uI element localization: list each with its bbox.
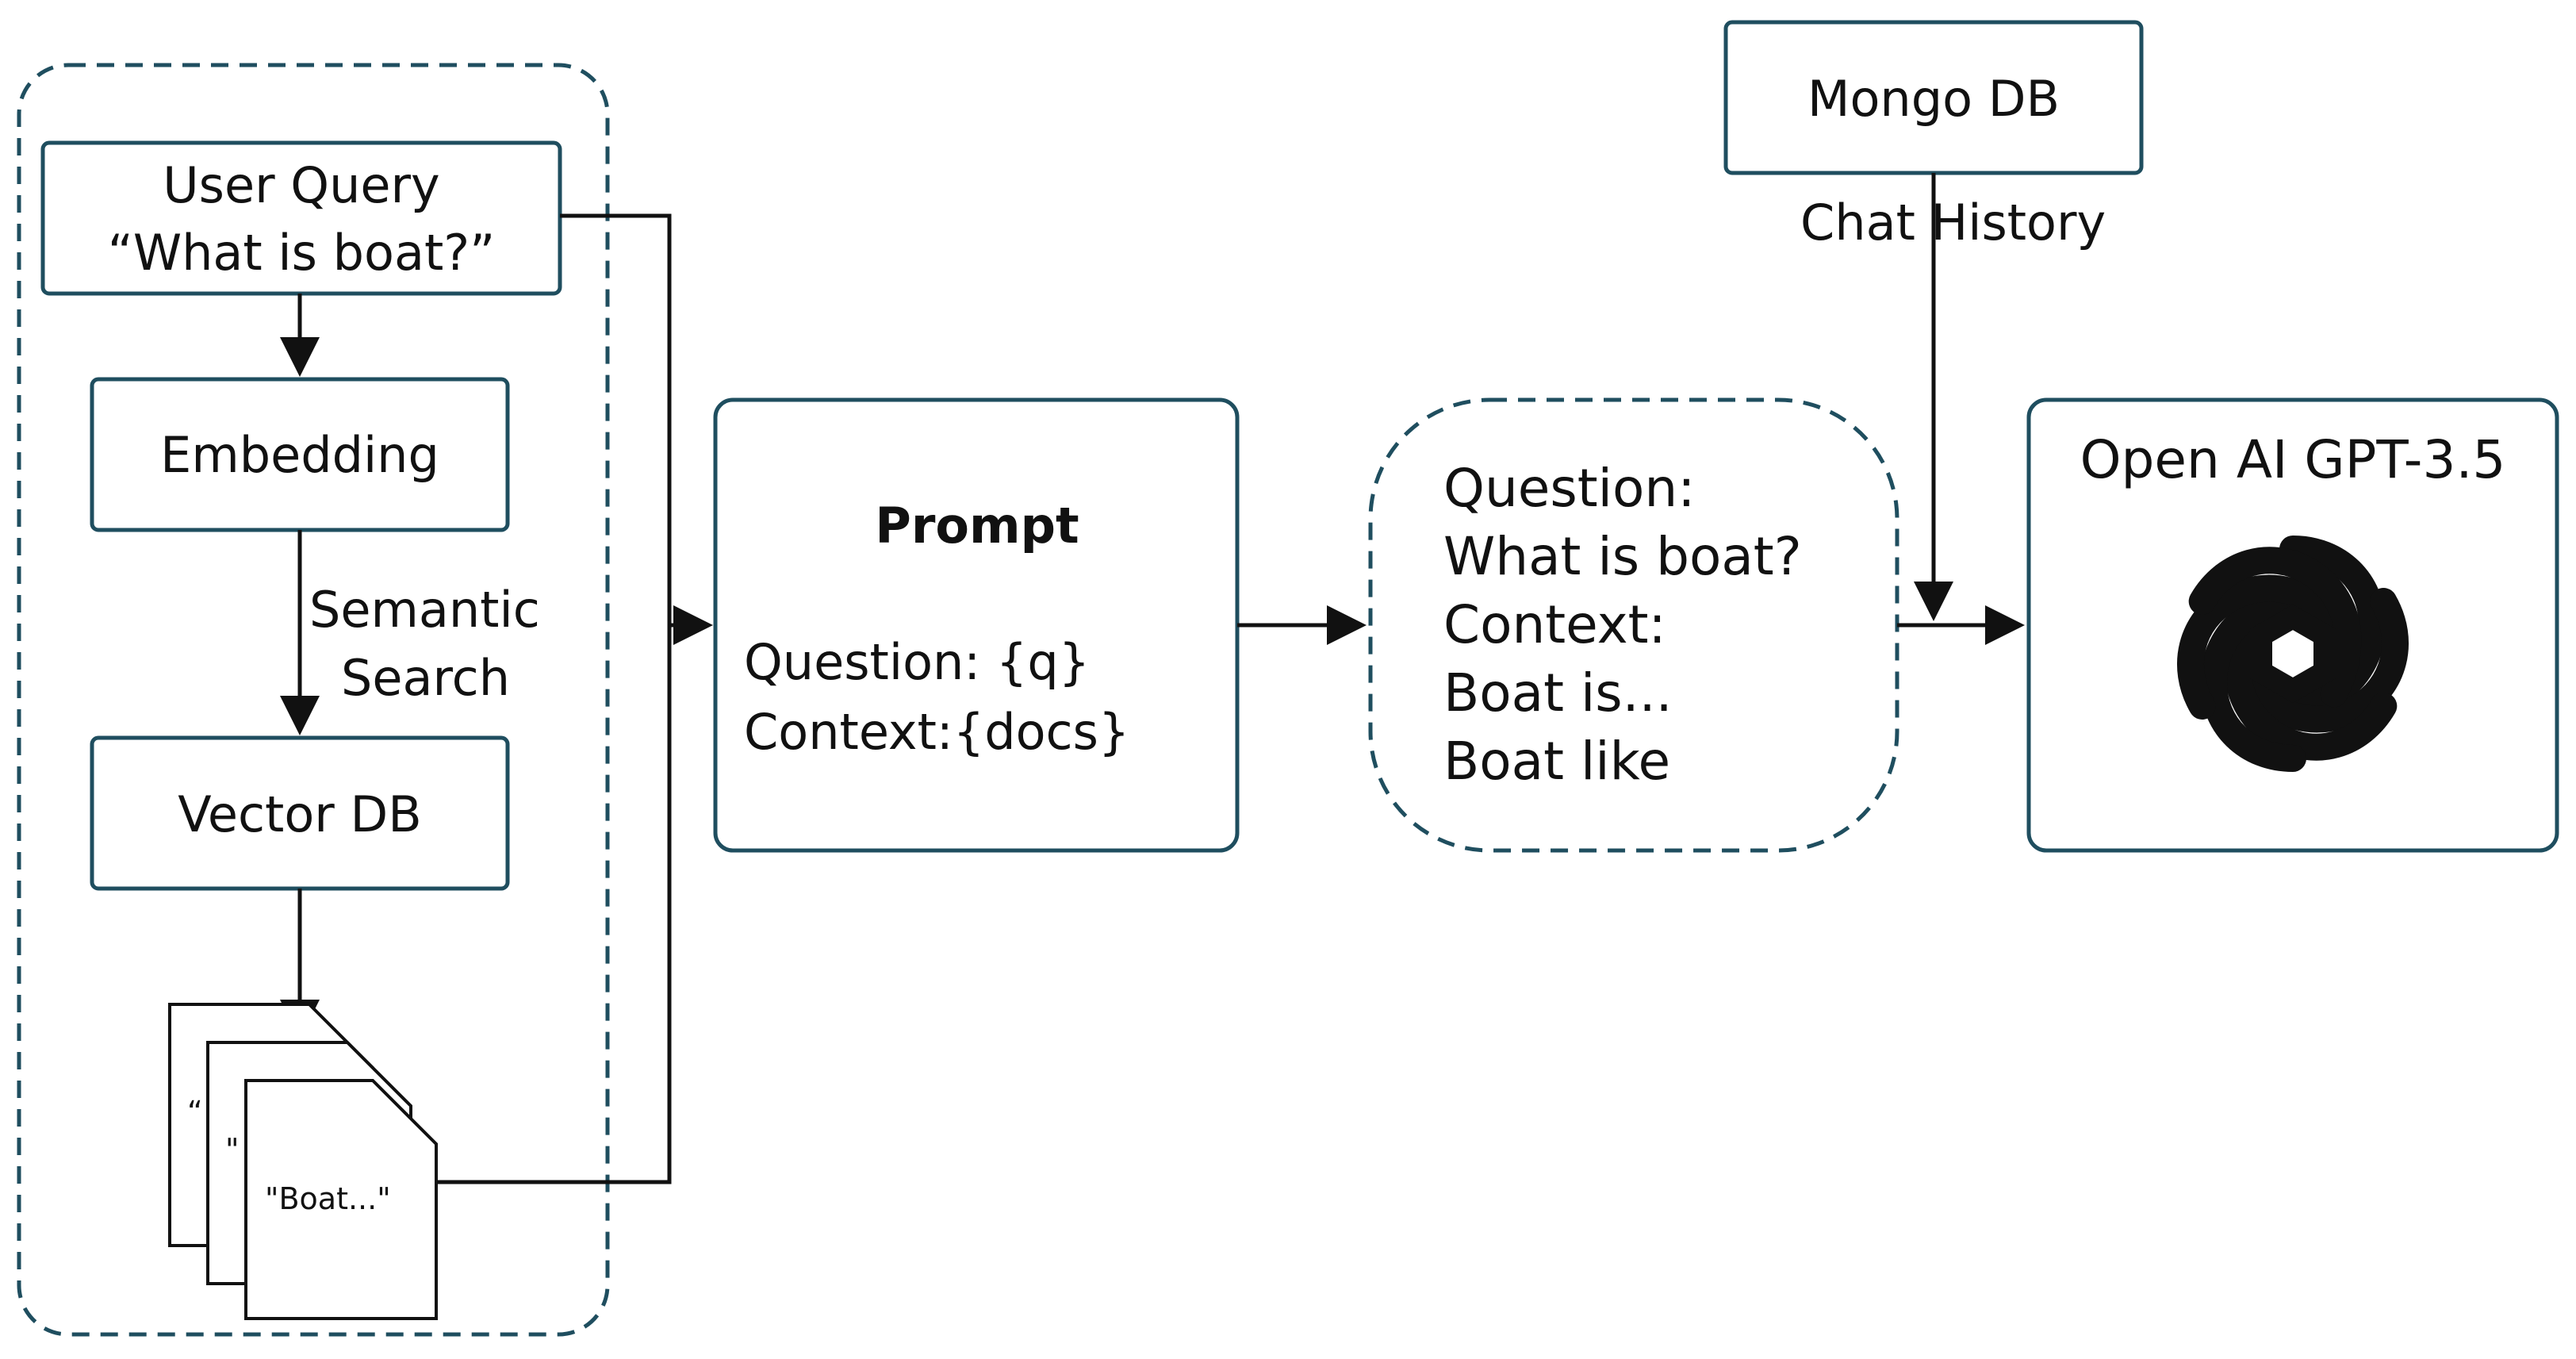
document-front-label: "Boat..." [265,1181,391,1216]
user-query-text: “What is boat?” [108,224,496,282]
filled-question-label: Question: [1443,458,1695,519]
retrieval-group-dashed-border [17,63,610,1337]
document-middle-label: " [225,1132,239,1167]
user-query-title: User Query [163,156,439,214]
filled-question-text: What is boat? [1443,526,1802,587]
prompt-box [713,397,1240,853]
prompt-context-template: Context:{docs} [744,703,1129,761]
chat-history-label: Chat History [1800,194,2106,251]
semantic-search-label-line1: Semantic [309,581,540,639]
filled-context-label: Context: [1443,594,1666,655]
openai-icon [2177,536,2409,772]
prompt-question-template: Question: {q} [744,633,1090,691]
openai-gpt-label: Open AI GPT-3.5 [2080,429,2506,490]
mongo-db-label: Mongo DB [1807,70,2060,128]
vector-db-label: Vector DB [178,785,422,843]
filled-context-doc-2: Boat like [1443,731,1670,792]
filled-context-doc-1: Boat is... [1443,662,1673,724]
prompt-title: Prompt [875,497,1079,555]
connector-query-to-prompt [560,213,672,625]
semantic-search-label-line2: Search [341,649,510,707]
embedding-label: Embedding [160,426,439,484]
document-front [244,1079,438,1320]
connector-docs-to-prompt [436,625,672,1184]
document-back-label: “ [187,1095,203,1130]
